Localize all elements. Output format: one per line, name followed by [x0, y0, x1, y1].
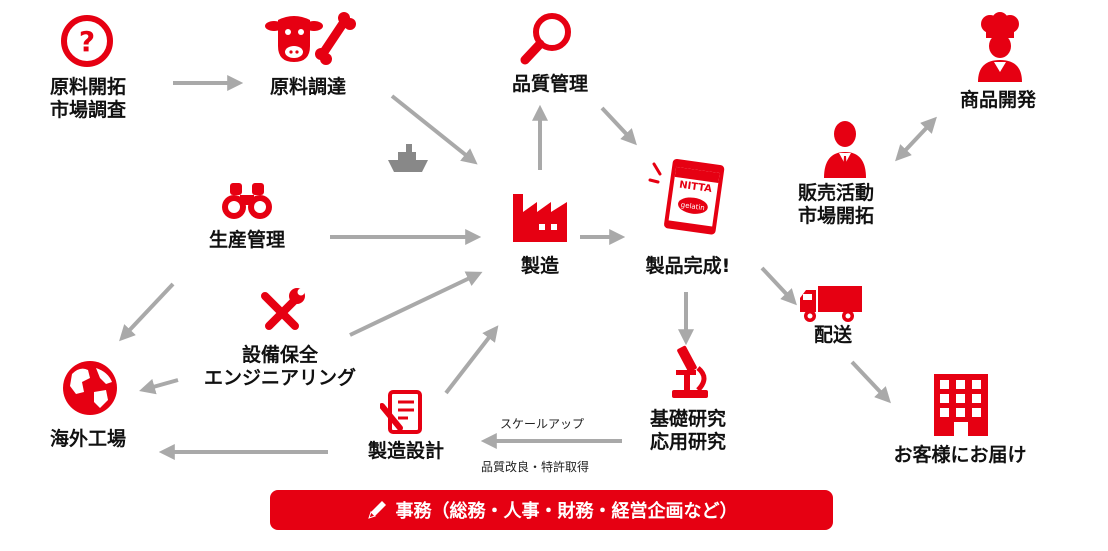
- document-pen-icon: [380, 390, 422, 434]
- building-icon: [934, 374, 988, 436]
- factory-icon: [513, 194, 567, 242]
- package-sub-text: gelatin: [680, 201, 705, 212]
- arrow-production-to-overseas: [119, 282, 175, 342]
- arrow-delivery-to-customer: [850, 360, 891, 404]
- edge-label-scaleup: スケールアップ: [500, 417, 585, 431]
- magnifier-icon: [520, 13, 571, 65]
- node-procurement: 原料調達: [269, 76, 346, 98]
- arrow-product-sales: [895, 116, 937, 162]
- node-design: 製造設計: [367, 440, 444, 462]
- node-market-research: 原料開拓 市場調査: [38, 76, 138, 122]
- globe-icon: [63, 361, 117, 415]
- research-line2: 応用研究: [649, 431, 726, 453]
- footer-text: 事務（総務・人事・財務・経営企画など）: [395, 501, 738, 522]
- gelatin-package-icon: NITTA gelatin: [648, 158, 725, 235]
- node-manufacturing: 製造: [520, 255, 559, 277]
- microscope-icon: [672, 345, 708, 398]
- package-brand-text: NITTA: [678, 180, 712, 196]
- node-overseas: 海外工場: [49, 428, 126, 450]
- edge-label-improve: 品質改良・特許取得: [481, 460, 590, 474]
- arrow-maintenance-to-manufacturing: [349, 271, 483, 337]
- arrow-procurement-to-manufacturing: [390, 94, 478, 165]
- question-icon: ?: [61, 15, 113, 67]
- research-line1: 基礎研究: [649, 408, 726, 430]
- arrow-completion-to-delivery: [760, 266, 797, 306]
- node-maintenance: 設備保全 エンジニアリング: [180, 344, 380, 390]
- node-completion: 製品完成!: [645, 255, 731, 277]
- tools-icon: [261, 288, 305, 330]
- node-product-dev: 商品開発: [959, 89, 1036, 111]
- arrow-maintenance-to-overseas: [139, 378, 179, 395]
- node-customer: お客様にお届け: [893, 444, 1027, 466]
- arrow-design-to-manufacturing: [444, 325, 499, 395]
- node-sales: 販売活動 市場開拓: [786, 182, 886, 228]
- ship-icon: [388, 144, 428, 172]
- binoculars-icon: [222, 183, 272, 219]
- svg-text:?: ?: [79, 25, 95, 58]
- node-delivery: 配送: [813, 324, 852, 346]
- market-research-line2: 市場調査: [49, 99, 126, 121]
- truck-icon: [800, 286, 862, 322]
- node-quality: 品質管理: [511, 73, 588, 95]
- footer-admin-bar: 事務（総務・人事・財務・経営企画など）: [270, 490, 833, 530]
- cow-bone-icon: [265, 12, 356, 65]
- sales-line2: 市場開拓: [797, 205, 874, 227]
- pencil-icon: [367, 501, 386, 519]
- maintenance-line2: エンジニアリング: [203, 367, 356, 389]
- maintenance-line1: 設備保全: [241, 344, 318, 366]
- node-research: 基礎研究 応用研究: [638, 408, 738, 454]
- arrow-quality-to-completion: [600, 106, 637, 146]
- chef-icon: [978, 12, 1022, 82]
- sales-line1: 販売活動: [797, 182, 874, 204]
- market-research-line1: 原料開拓: [49, 76, 126, 98]
- businessman-icon: [824, 121, 866, 178]
- node-production-mgmt: 生産管理: [208, 229, 285, 251]
